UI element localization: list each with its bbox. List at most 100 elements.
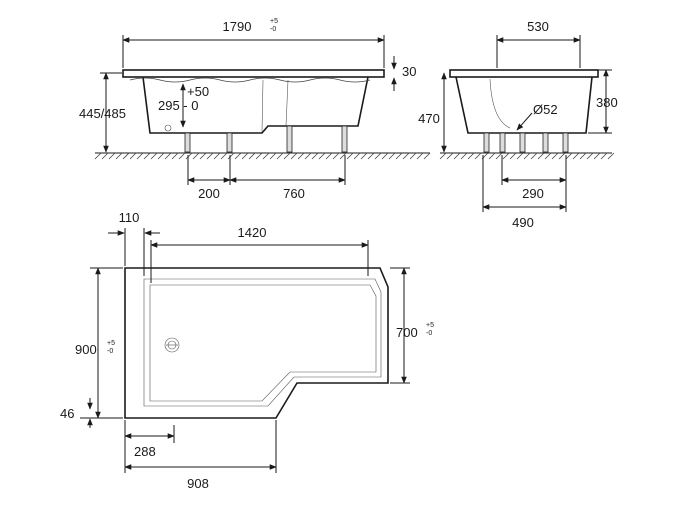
ground-hatch-stroke <box>423 152 431 160</box>
side-view: 1790 +5 -0 30 445/485 +50 295 - 0 200 76… <box>79 18 431 201</box>
ground-hatch-stroke <box>283 152 291 160</box>
ground-hatch-stroke <box>395 152 403 160</box>
ground-hatch-stroke <box>325 152 333 160</box>
plan-drain <box>164 337 180 353</box>
ground-hatch-stroke <box>551 152 559 160</box>
ground-hatch-stroke <box>381 152 389 160</box>
ground-hatch-stroke <box>495 152 503 160</box>
side-inner-line-2 <box>285 79 289 127</box>
side-water-wave <box>129 77 371 83</box>
side-leg <box>184 132 191 153</box>
ground-hatch-stroke <box>360 152 368 160</box>
ground-hatch-stroke <box>262 152 270 160</box>
ground-hatch-stroke <box>213 152 221 160</box>
ground-hatch-stroke <box>206 152 214 160</box>
ground-hatch-stroke <box>516 152 524 160</box>
ground-hatch-stroke <box>572 152 580 160</box>
ground-hatch-stroke <box>467 152 475 160</box>
ground-hatch-stroke <box>311 152 319 160</box>
ground-hatch-stroke <box>185 152 193 160</box>
ground-hatch-stroke <box>453 152 461 160</box>
side-ground-hatch <box>94 152 431 160</box>
ground-hatch-stroke <box>523 152 531 160</box>
ground-hatch-stroke <box>332 152 340 160</box>
step-offset-label: 288 <box>134 444 156 459</box>
ground-hatch-stroke <box>439 152 447 160</box>
narrow-width-tol-plus: +5 <box>426 322 434 329</box>
ground-hatch-stroke <box>416 152 424 160</box>
ground-hatch-stroke <box>101 152 109 160</box>
inner-length-label: 1420 <box>238 225 267 240</box>
end-leg <box>519 132 526 153</box>
drain-diameter-leader <box>516 112 533 131</box>
ground-hatch-stroke <box>220 152 228 160</box>
ground-hatch-stroke <box>346 152 354 160</box>
ground-hatch-stroke <box>192 152 200 160</box>
ground-hatch-stroke <box>248 152 256 160</box>
max-width-tol-minus: -0 <box>107 348 113 355</box>
ground-hatch-stroke <box>122 152 130 160</box>
ground-hatch-stroke <box>157 152 165 160</box>
end-leg <box>542 132 549 153</box>
leg-spacing-a-label: 200 <box>198 186 220 201</box>
ground-hatch-stroke <box>143 152 151 160</box>
ground-hatch-stroke <box>178 152 186 160</box>
rim-thickness-label: 30 <box>402 64 416 79</box>
side-leg <box>341 125 348 153</box>
max-width-tol-plus: +5 <box>107 340 115 347</box>
ground-hatch-stroke <box>558 152 566 160</box>
ground-hatch-stroke <box>586 152 594 160</box>
end-leg <box>483 132 490 153</box>
ground-hatch-stroke <box>241 152 249 160</box>
ground-hatch-stroke <box>297 152 305 160</box>
inner-depth-label: 380 <box>596 95 618 110</box>
ground-hatch-stroke <box>402 152 410 160</box>
ground-hatch-stroke <box>290 152 298 160</box>
ground-hatch-stroke <box>255 152 263 160</box>
ground-hatch-stroke <box>94 152 102 160</box>
ground-hatch-stroke <box>269 152 277 160</box>
plan-outer-outline <box>124 267 389 419</box>
side-drain <box>164 124 172 132</box>
end-legs <box>483 132 569 153</box>
leg-span-outer-label: 490 <box>512 215 534 230</box>
ground-hatch-stroke <box>530 152 538 160</box>
ground-hatch-stroke <box>108 152 116 160</box>
ground-hatch-stroke <box>374 152 382 160</box>
end-width-label: 530 <box>527 19 549 34</box>
lip-width-label: 110 <box>119 210 140 225</box>
end-view: 530 470 380 Ø52 290 490 <box>418 19 618 230</box>
ground-hatch-stroke <box>579 152 587 160</box>
ground-hatch-stroke <box>234 152 242 160</box>
narrow-width-tol-minus: -0 <box>426 330 432 337</box>
overall-length-tol-minus: -0 <box>270 26 276 33</box>
ground-hatch-stroke <box>565 152 573 160</box>
ground-hatch-stroke <box>136 152 144 160</box>
ground-hatch-stroke <box>509 152 517 160</box>
ground-hatch-stroke <box>227 152 235 160</box>
side-tub-body <box>142 76 369 134</box>
ground-hatch-stroke <box>171 152 179 160</box>
drain-diameter-label: Ø52 <box>533 102 558 117</box>
ground-hatch-stroke <box>502 152 510 160</box>
end-inner-curve <box>489 78 511 129</box>
ground-hatch-stroke <box>304 152 312 160</box>
end-leg <box>562 132 569 153</box>
end-rim <box>449 69 599 78</box>
end-leg <box>499 132 506 153</box>
overall-length-tol-plus: +5 <box>270 18 278 25</box>
ground-hatch-stroke <box>593 152 601 160</box>
ground-hatch-stroke <box>367 152 375 160</box>
ground-hatch-stroke <box>409 152 417 160</box>
ground-hatch-stroke <box>446 152 454 160</box>
ground-hatch-stroke <box>115 152 123 160</box>
end-height-label: 470 <box>418 111 440 126</box>
ground-hatch-stroke <box>339 152 347 160</box>
drain-height-label: 295 - 0 <box>158 98 198 113</box>
ground-hatch-stroke <box>388 152 396 160</box>
ground-hatch-stroke <box>199 152 207 160</box>
ground-hatch-stroke <box>150 152 158 160</box>
step-length-label: 908 <box>187 476 209 491</box>
leg-span-inner-label: 290 <box>522 186 544 201</box>
